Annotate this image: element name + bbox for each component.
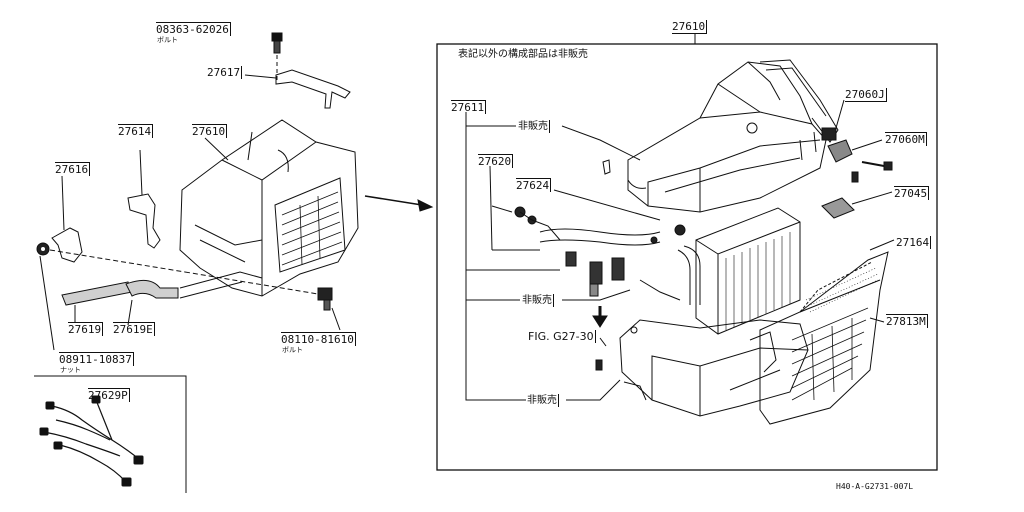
clip-27060j: [821, 127, 837, 141]
label-nut-part: 08911-10837: [59, 352, 134, 366]
label-not-sold-3: 非販売: [527, 394, 559, 407]
blower-duct: [699, 61, 813, 125]
label-27617: 27617: [207, 66, 243, 79]
label-bolt-bottom-part: 08110-81610: [281, 332, 356, 346]
side-cover: [759, 251, 889, 425]
label-27614: 27614: [118, 124, 154, 138]
pipe-27620: [539, 228, 661, 246]
clip-27060m: [827, 139, 853, 163]
lower-case: [619, 319, 809, 417]
fig-ref-arrow: [592, 315, 608, 328]
label-not-sold-2: 非販売: [522, 294, 554, 307]
hose-27619e: [125, 279, 179, 299]
label-27620: 27620: [478, 154, 514, 168]
fig-ref-link[interactable]: FIG. G27-30: [528, 330, 596, 343]
label-nut-note: ナット: [60, 366, 81, 374]
heater-housing: [179, 119, 359, 297]
small-fitting: [514, 206, 686, 244]
label-27164: 27164: [896, 236, 932, 249]
label-27619: 27619: [68, 322, 104, 336]
bottom-bolt-icon: [317, 287, 333, 311]
label-27619e: 27619E: [113, 322, 155, 336]
note-not-sold: 表記以外の構成部品は非販売: [458, 49, 588, 60]
leader-27611: [465, 112, 526, 401]
detail-arrow-head: [417, 199, 434, 212]
detail-arrow-line: [364, 195, 423, 206]
label-27610-top: 27610: [672, 20, 708, 34]
harness-box: [34, 375, 187, 493]
detail-frame: [436, 43, 938, 471]
expansion-valve: [565, 251, 625, 297]
label-not-sold-1: 非販売: [518, 120, 550, 133]
label-27060m: 27060M: [885, 132, 927, 146]
top-bolt-icon: [271, 32, 283, 54]
label-27611: 27611: [451, 100, 487, 114]
label-27045: 27045: [894, 186, 930, 200]
label-27060j: 27060J: [845, 88, 887, 102]
bracket-27616: [51, 227, 83, 263]
label-27610-left: 27610: [192, 124, 228, 138]
bracket-27617: [275, 69, 351, 109]
upper-case: [627, 111, 827, 213]
label-bolt-top-note: ボルト: [157, 36, 178, 44]
screw-icon: [861, 161, 893, 171]
label-27813m: 27813M: [886, 314, 928, 328]
wire-harness: [43, 399, 141, 483]
clip-27045: [821, 197, 855, 219]
label-27616: 27616: [55, 162, 91, 176]
label-27624: 27624: [516, 178, 552, 192]
hose-27619: [61, 281, 133, 306]
label-27629p: 27629P: [88, 388, 130, 402]
nut-icon: [36, 242, 50, 256]
label-bolt-bottom-note: ボルト: [282, 346, 303, 354]
diagram-code: H40-A-G2731-007L: [836, 482, 914, 491]
label-bolt-top-part: 08363-62026: [156, 22, 231, 36]
bracket-27614: [127, 193, 161, 249]
evaporator-core: [695, 207, 801, 335]
